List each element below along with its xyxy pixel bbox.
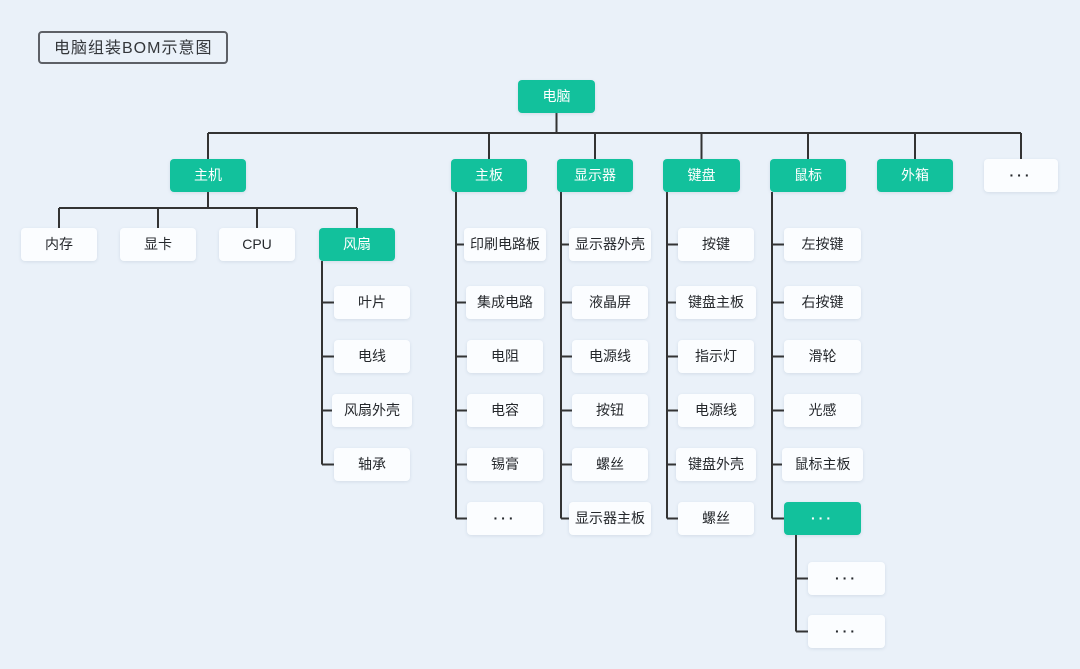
node-lcd[interactable]: 液晶屏	[572, 286, 648, 319]
node-pcb[interactable]: 印刷电路板	[464, 228, 546, 261]
node-solder-paste[interactable]: 锡膏	[467, 448, 543, 481]
node-host[interactable]: 主机	[170, 159, 246, 192]
node-monitor-button[interactable]: 按钮	[572, 394, 648, 427]
node-monitor-shell[interactable]: 显示器外壳	[569, 228, 651, 261]
node-gpu[interactable]: 显卡	[120, 228, 196, 261]
node-kb-indicator[interactable]: 指示灯	[678, 340, 754, 373]
node-mouse-wheel[interactable]: 滑轮	[784, 340, 861, 373]
node-monitor-power[interactable]: 电源线	[572, 340, 648, 373]
node-mb-more[interactable]: ···	[467, 502, 543, 535]
node-keyboard[interactable]: 键盘	[663, 159, 740, 192]
node-kb-board[interactable]: 键盘主板	[676, 286, 756, 319]
node-mouse-board[interactable]: 鼠标主板	[782, 448, 863, 481]
node-mouse-right[interactable]: 右按键	[784, 286, 861, 319]
node-mouse-left[interactable]: 左按键	[784, 228, 861, 261]
node-resistor[interactable]: 电阻	[467, 340, 543, 373]
node-kb-power[interactable]: 电源线	[678, 394, 754, 427]
node-capacitor[interactable]: 电容	[467, 394, 543, 427]
node-more-child-2[interactable]: ···	[808, 615, 885, 648]
node-mouse-more[interactable]: ···	[784, 502, 861, 535]
node-kb-shell[interactable]: 键盘外壳	[676, 448, 756, 481]
node-more-l2[interactable]: ···	[984, 159, 1058, 192]
node-fan-wire[interactable]: 电线	[334, 340, 410, 373]
node-fan-bearing[interactable]: 轴承	[334, 448, 410, 481]
node-fan[interactable]: 风扇	[319, 228, 395, 261]
node-kb-key[interactable]: 按键	[678, 228, 754, 261]
node-kb-screw[interactable]: 螺丝	[678, 502, 754, 535]
node-monitor[interactable]: 显示器	[557, 159, 633, 192]
node-mouse-sensor[interactable]: 光感	[784, 394, 861, 427]
node-memory[interactable]: 内存	[21, 228, 97, 261]
node-outer-box[interactable]: 外箱	[877, 159, 953, 192]
node-more-child-1[interactable]: ···	[808, 562, 885, 595]
node-cpu[interactable]: CPU	[219, 228, 295, 261]
node-monitor-screw[interactable]: 螺丝	[572, 448, 648, 481]
diagram-title: 电脑组装BOM示意图	[38, 31, 229, 64]
node-monitor-board[interactable]: 显示器主板	[569, 502, 651, 535]
node-fan-shell[interactable]: 风扇外壳	[332, 394, 412, 427]
node-fan-blade[interactable]: 叶片	[334, 286, 410, 319]
node-mouse[interactable]: 鼠标	[770, 159, 846, 192]
node-ic[interactable]: 集成电路	[466, 286, 544, 319]
node-motherboard[interactable]: 主板	[451, 159, 527, 192]
node-computer[interactable]: 电脑	[518, 80, 595, 113]
